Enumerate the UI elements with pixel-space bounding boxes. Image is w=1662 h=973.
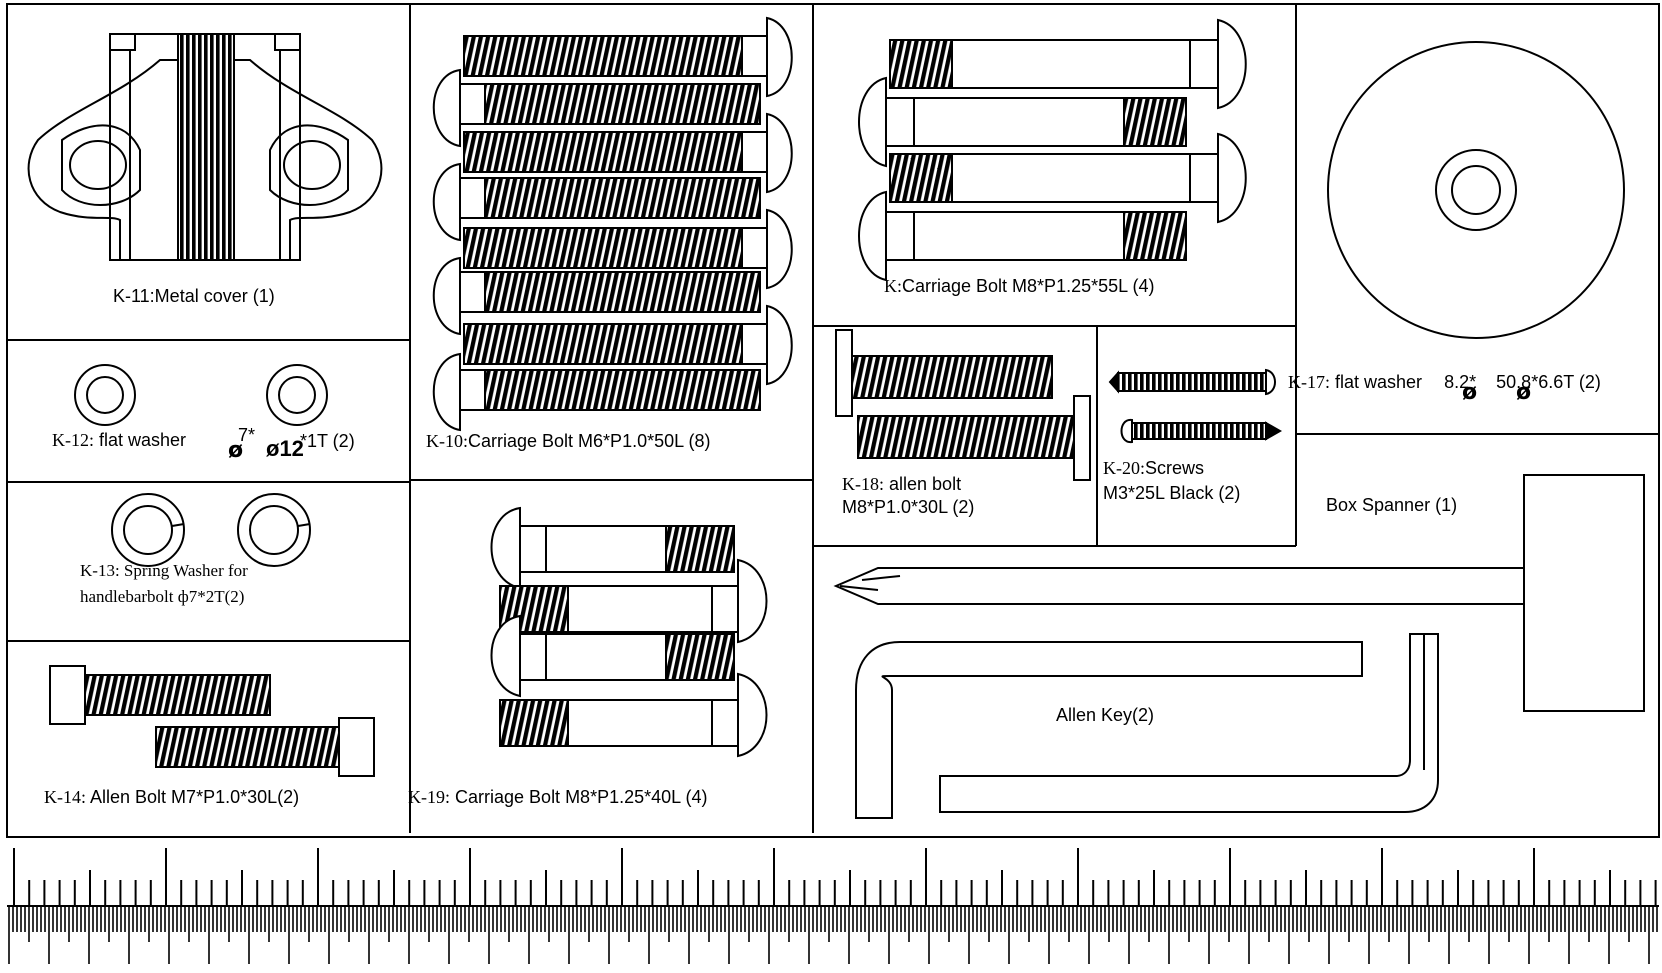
label-k13-line1: K-13: Spring Washer for	[80, 561, 248, 580]
allen-key-drawing	[855, 633, 1439, 819]
label-k19-prefix: K-19:	[408, 787, 450, 807]
phi-symbol-k17-b: ø	[1516, 380, 1532, 405]
label-k20-text: Screws	[1145, 458, 1205, 478]
label-k12-text-b: 7*	[238, 425, 256, 445]
label-k17-text-a: flat washer	[1335, 372, 1423, 392]
label-k10-prefix: K-10:	[426, 431, 468, 451]
label-k18-line2: M8*P1.0*30L (2)	[842, 497, 975, 517]
label-k12: K-12: flat washer	[52, 429, 186, 451]
label-k20-line1: K-20:Screws	[1103, 457, 1204, 479]
label-k17-prefix: K-17:	[1288, 372, 1330, 392]
screw-k20-drawing	[1108, 368, 1283, 444]
grid-lines	[6, 3, 1660, 838]
label-box-spanner: Box Spanner (1)	[1326, 495, 1458, 515]
label-k14: K-14: Allen Bolt M7*P1.0*30L(2)	[44, 786, 299, 808]
label-k20-line2: M3*25L Black (2)	[1103, 483, 1241, 503]
box-spanner-drawing	[833, 474, 1645, 712]
label-k19-text: Carriage Bolt M8*P1.25*40L (4)	[455, 787, 708, 807]
large-washer-drawing	[1327, 41, 1625, 339]
label-k18-text: allen bolt	[889, 474, 962, 494]
carriage-bolt-k10-drawing	[432, 16, 793, 432]
ruler	[7, 848, 1659, 964]
spring-washer-drawing	[111, 493, 311, 567]
label-k10-text: Carriage Bolt M6*P1.0*50L (8)	[468, 431, 711, 451]
phi-symbol-k12: ø	[228, 438, 244, 463]
label-k18-line1: K-18: allen bolt	[842, 473, 961, 495]
label-k11: K-11:Metal cover (1)	[113, 286, 275, 306]
label-k-text: Carriage Bolt M8*P1.25*55L (4)	[902, 276, 1155, 296]
label-k12-prefix: K-12:	[52, 430, 94, 450]
label-k12-text-d: *1T (2)	[300, 431, 355, 451]
label-k17-text-c: 50.8*6.6T (2)	[1496, 372, 1601, 392]
label-k20-prefix: K-20:	[1103, 458, 1145, 478]
label-k17-text-b: 8.2*	[1444, 372, 1477, 392]
label-k: K:Carriage Bolt M8*P1.25*55L (4)	[884, 275, 1154, 297]
label-k13-line2: handlebarbolt ф7*2T(2)	[80, 587, 245, 606]
label-k19: K-19: Carriage Bolt M8*P1.25*40L (4)	[408, 786, 707, 808]
allen-bolt-k14-drawing	[49, 665, 375, 777]
metal-cover-drawing	[27, 33, 383, 261]
label-k14-prefix: K-14:	[44, 787, 86, 807]
label-k12-text-c: ø12	[266, 436, 304, 461]
phi-symbol-k17-a: ø	[1462, 380, 1478, 405]
label-k-prefix: K:	[884, 276, 902, 296]
label-k12-text-a: flat washer	[99, 430, 187, 450]
label-k17: K-17: flat washer 8.2* 50.8*6.6T (2)	[1288, 371, 1601, 393]
label-k14-text: Allen Bolt M7*P1.0*30L(2)	[90, 787, 300, 807]
carriage-bolt-k-drawing	[858, 18, 1247, 282]
allen-bolt-k18-drawing	[835, 329, 1091, 481]
label-allen-key: Allen Key(2)	[1056, 705, 1155, 725]
label-k10: K-10:Carriage Bolt M6*P1.0*50L (8)	[426, 430, 710, 452]
carriage-bolt-k19-drawing	[490, 506, 768, 758]
flat-washer-k12-drawing	[74, 364, 328, 426]
label-k18-prefix: K-18:	[842, 474, 884, 494]
